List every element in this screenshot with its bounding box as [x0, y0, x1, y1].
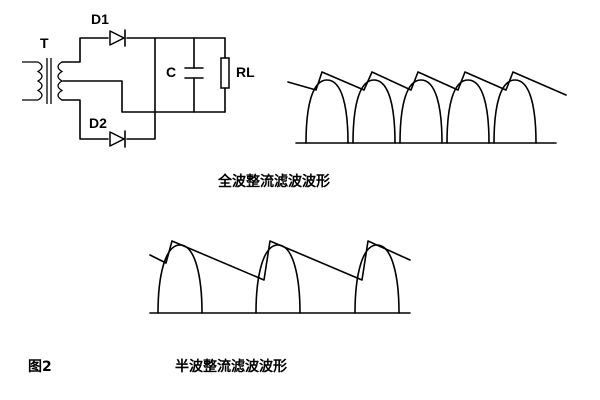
rectifier-circuit: T D1 D2: [22, 11, 255, 148]
half-wave-ripple: [149, 240, 411, 281]
resistor-label: RL: [236, 64, 255, 80]
transformer-label: T: [40, 35, 49, 51]
half-wave-waveform: [149, 240, 411, 314]
wire-bottom: [61, 99, 109, 140]
full-wave-ripple: [287, 71, 567, 96]
primary-leads: [22, 61, 38, 101]
diode-d2-triangle: [109, 131, 125, 147]
half-wave-caption: 半波整流滤波波形: [175, 358, 287, 375]
wire-d2-return: [126, 111, 156, 140]
diode-d2-label: D2: [89, 115, 107, 131]
full-wave-arches: [305, 79, 537, 144]
load-resistor: RL: [220, 37, 255, 113]
capacitor: C: [166, 37, 204, 113]
capacitor-label: C: [166, 64, 176, 80]
diode-d1-label: D1: [91, 11, 109, 27]
diode-d1: D1: [91, 11, 126, 47]
full-wave-waveform: [287, 71, 567, 144]
figure-label: 图2: [28, 359, 52, 375]
wire-top: [61, 37, 109, 63]
secondary-coil: [57, 61, 64, 101]
full-wave-caption: 全波整流滤波波形: [217, 173, 330, 190]
transformer: T: [22, 35, 64, 104]
primary-coil: [36, 61, 43, 101]
resistor-body: [220, 57, 230, 89]
diode-d1-triangle: [109, 30, 125, 46]
wire-center-tap: [62, 80, 226, 113]
diode-d2: D2: [89, 115, 126, 148]
